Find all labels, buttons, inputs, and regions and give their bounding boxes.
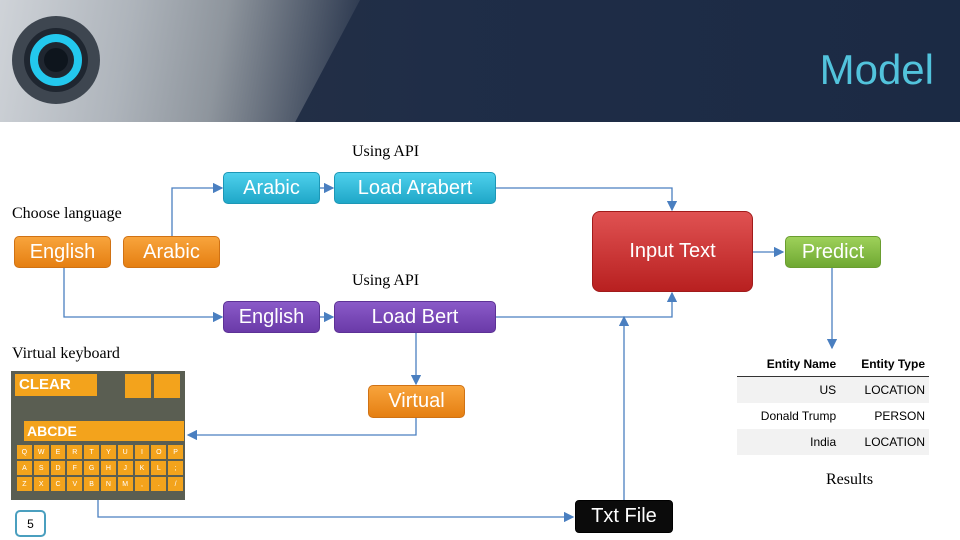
node-english-api: English <box>223 301 320 333</box>
keyboard-key: M <box>117 477 133 491</box>
label-choose-language: Choose language <box>12 205 122 222</box>
arrow-virtual-to-keyboard <box>186 418 417 441</box>
keyboard-key: L <box>151 461 167 475</box>
keyboard-key: J <box>117 461 133 475</box>
keyboard-key: T <box>84 445 99 459</box>
node-english: English <box>14 236 111 268</box>
arrow-arabic-to-arabic-api <box>171 182 224 236</box>
slide-title: Model <box>819 46 934 93</box>
slide-number: 5 <box>15 510 46 537</box>
keyboard-key: S <box>33 461 49 475</box>
arrow-load-arabert-to-input-text <box>496 187 678 212</box>
keyboard-key: V <box>67 477 83 491</box>
keyboard-key: F <box>67 461 83 475</box>
keyboard-key: . <box>151 477 167 491</box>
keyboard-key: K <box>134 461 150 475</box>
keyboard-key: G <box>84 461 99 475</box>
table-row: US LOCATION <box>737 376 929 403</box>
results-cell-type: PERSON <box>874 409 925 423</box>
keyboard-key: Z <box>17 477 32 491</box>
keyboard-key: W <box>33 445 49 459</box>
keyboard-key: Y <box>101 445 116 459</box>
keyboard-key: C <box>50 477 66 491</box>
node-arabic-api: Arabic <box>223 172 320 204</box>
label-virtual-keyboard: Virtual keyboard <box>12 345 120 362</box>
arrow-english-to-english-api <box>63 268 224 323</box>
node-arabic: Arabic <box>123 236 220 268</box>
keyboard-key: B <box>84 477 99 491</box>
results-header-entity-name: Entity Name <box>737 352 841 377</box>
keyboard-key: H <box>101 461 116 475</box>
label-using-api-bottom: Using API <box>352 272 420 289</box>
keyboard-key: P <box>168 445 183 459</box>
results-header-row: Entity Name Entity Type <box>737 352 929 377</box>
results-cell-type: LOCATION <box>840 429 929 455</box>
header-banner: Model <box>0 0 960 122</box>
robot-eye-icon <box>12 16 100 104</box>
node-virtual: Virtual <box>368 385 465 418</box>
label-using-api-top: Using API <box>352 143 420 160</box>
keyboard-key: A <box>17 461 32 475</box>
keyboard-key: Q <box>17 445 32 459</box>
keyboard-key: D <box>50 461 66 475</box>
results-cell-name: Donald Trump <box>760 409 837 423</box>
keyboard-key: ; <box>168 461 183 475</box>
node-load-arabert: Load Arabert <box>334 172 496 204</box>
arrow-keyboard-to-txt-file <box>97 500 575 523</box>
arrow-load-bert-to-input-text <box>496 291 678 318</box>
keyboard-square-key <box>154 374 180 398</box>
keyboard-key: R <box>67 445 83 459</box>
node-predict: Predict <box>785 236 881 268</box>
results-cell-name: India <box>737 429 841 455</box>
node-txt-file: Txt File <box>575 500 673 533</box>
keyboard-square-key <box>125 374 151 398</box>
table-row: Donald Trump PERSON <box>737 403 929 429</box>
keyboard-key: X <box>33 477 49 491</box>
keyboard-key: E <box>50 445 66 459</box>
results-cell-name: US <box>737 376 841 403</box>
keyboard-typed-text: ABCDE <box>24 421 184 441</box>
results-header-entity-type: Entity Type <box>840 352 929 377</box>
keyboard-key: / <box>168 477 183 491</box>
keyboard-key: , <box>134 477 150 491</box>
table-row: India LOCATION <box>737 429 929 455</box>
keyboard-clear-key: CLEAR <box>15 374 97 396</box>
keyboard-key: U <box>117 445 133 459</box>
results-table: Entity Name Entity Type US LOCATION Dona… <box>737 352 929 455</box>
label-results: Results <box>826 471 874 488</box>
node-load-bert: Load Bert <box>334 301 496 333</box>
node-input-text: Input Text <box>592 211 753 292</box>
keyboard-key: O <box>151 445 167 459</box>
keyboard-key: N <box>101 477 116 491</box>
keyboard-key: I <box>134 445 150 459</box>
results-cell-type: LOCATION <box>840 376 929 403</box>
